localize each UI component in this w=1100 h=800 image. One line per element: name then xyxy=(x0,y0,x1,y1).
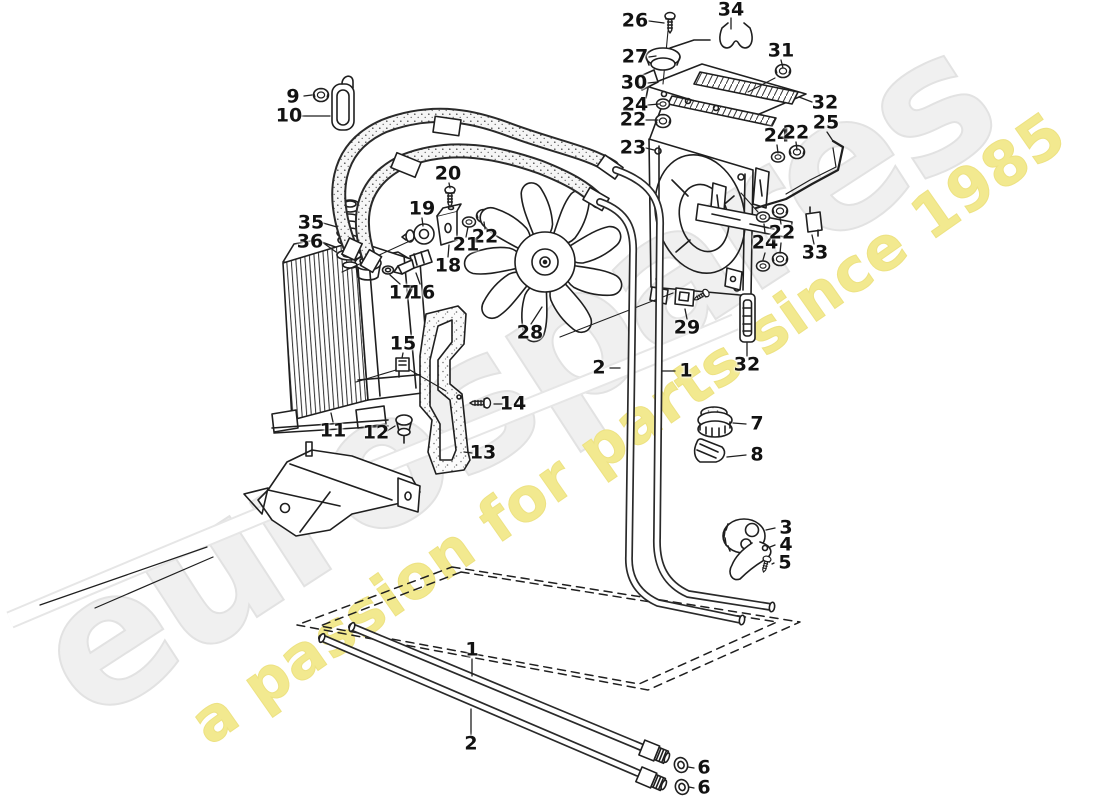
part-callout-8[interactable]: 8 xyxy=(750,443,764,466)
part-callout-34[interactable]: 34 xyxy=(717,0,745,21)
part-callout-6[interactable]: 6 xyxy=(697,776,711,799)
grommet-and-retainer-drawing xyxy=(693,406,733,463)
part-callout-9[interactable]: 9 xyxy=(286,85,300,108)
part-callout-19[interactable]: 19 xyxy=(408,197,436,220)
oil-pipes-drawing xyxy=(596,166,776,626)
fan-drawing xyxy=(463,182,623,343)
part-callout-33[interactable]: 33 xyxy=(801,241,829,264)
part-callout-10[interactable]: 10 xyxy=(275,104,303,127)
part-callout-28[interactable]: 28 xyxy=(516,321,544,344)
part-callout-13[interactable]: 13 xyxy=(469,441,497,464)
part-callout-20[interactable]: 20 xyxy=(434,162,462,185)
part-callout-3[interactable]: 3 xyxy=(779,516,793,539)
part-callout-2[interactable]: 2 xyxy=(592,356,606,379)
part-callout-12[interactable]: 12 xyxy=(362,421,390,444)
part-callout-32[interactable]: 32 xyxy=(733,353,761,376)
part-callout-26[interactable]: 26 xyxy=(621,9,649,32)
part-callout-2[interactable]: 2 xyxy=(464,732,478,755)
part-callout-1[interactable]: 1 xyxy=(465,638,479,661)
sensor-cluster-drawing xyxy=(341,185,493,275)
part-callout-35[interactable]: 35 xyxy=(297,211,325,234)
mount-grommet-drawing xyxy=(722,518,773,581)
part-callout-5[interactable]: 5 xyxy=(778,551,792,574)
part-callout-22[interactable]: 22 xyxy=(471,225,499,248)
gasket-seal-drawing xyxy=(355,305,492,475)
part-callout-14[interactable]: 14 xyxy=(499,392,527,415)
part-callout-32[interactable]: 32 xyxy=(811,91,839,114)
top-mount-drawing xyxy=(635,11,807,129)
part-callout-24[interactable]: 24 xyxy=(751,231,779,254)
part-callout-11[interactable]: 11 xyxy=(319,419,347,442)
part-callout-24[interactable]: 24 xyxy=(621,93,649,116)
hose-clamp-bracket-drawing xyxy=(312,75,355,131)
part-callout-22[interactable]: 22 xyxy=(782,121,810,144)
part-callout-7[interactable]: 7 xyxy=(750,412,764,435)
part-callout-30[interactable]: 30 xyxy=(620,71,648,94)
part-callout-16[interactable]: 16 xyxy=(408,281,436,304)
part-callout-15[interactable]: 15 xyxy=(389,332,417,355)
clip-and-strip-drawing xyxy=(559,287,756,343)
part-callout-24[interactable]: 24 xyxy=(763,124,791,147)
part-callout-31[interactable]: 31 xyxy=(767,39,795,62)
part-callout-22[interactable]: 22 xyxy=(768,221,796,244)
part-callout-18[interactable]: 18 xyxy=(434,254,462,277)
part-callout-1[interactable]: 1 xyxy=(679,359,693,382)
part-callout-17[interactable]: 17 xyxy=(388,281,416,304)
part-callout-21[interactable]: 21 xyxy=(452,233,480,256)
part-callout-23[interactable]: 23 xyxy=(619,136,647,159)
side-bracket-drawing xyxy=(695,139,845,272)
part-callout-4[interactable]: 4 xyxy=(779,533,793,556)
part-callout-29[interactable]: 29 xyxy=(673,316,701,339)
oil-pipes-bottom-drawing xyxy=(318,621,690,796)
oil-hoses-drawing xyxy=(331,107,624,274)
air-duct-drawing xyxy=(39,441,421,609)
part-callout-22[interactable]: 22 xyxy=(619,108,647,131)
part-callout-27[interactable]: 27 xyxy=(621,45,649,68)
part-callout-6[interactable]: 6 xyxy=(697,756,711,779)
part-callout-25[interactable]: 25 xyxy=(812,111,840,134)
callout-leader-lines xyxy=(300,17,834,789)
part-callout-36[interactable]: 36 xyxy=(296,230,324,253)
